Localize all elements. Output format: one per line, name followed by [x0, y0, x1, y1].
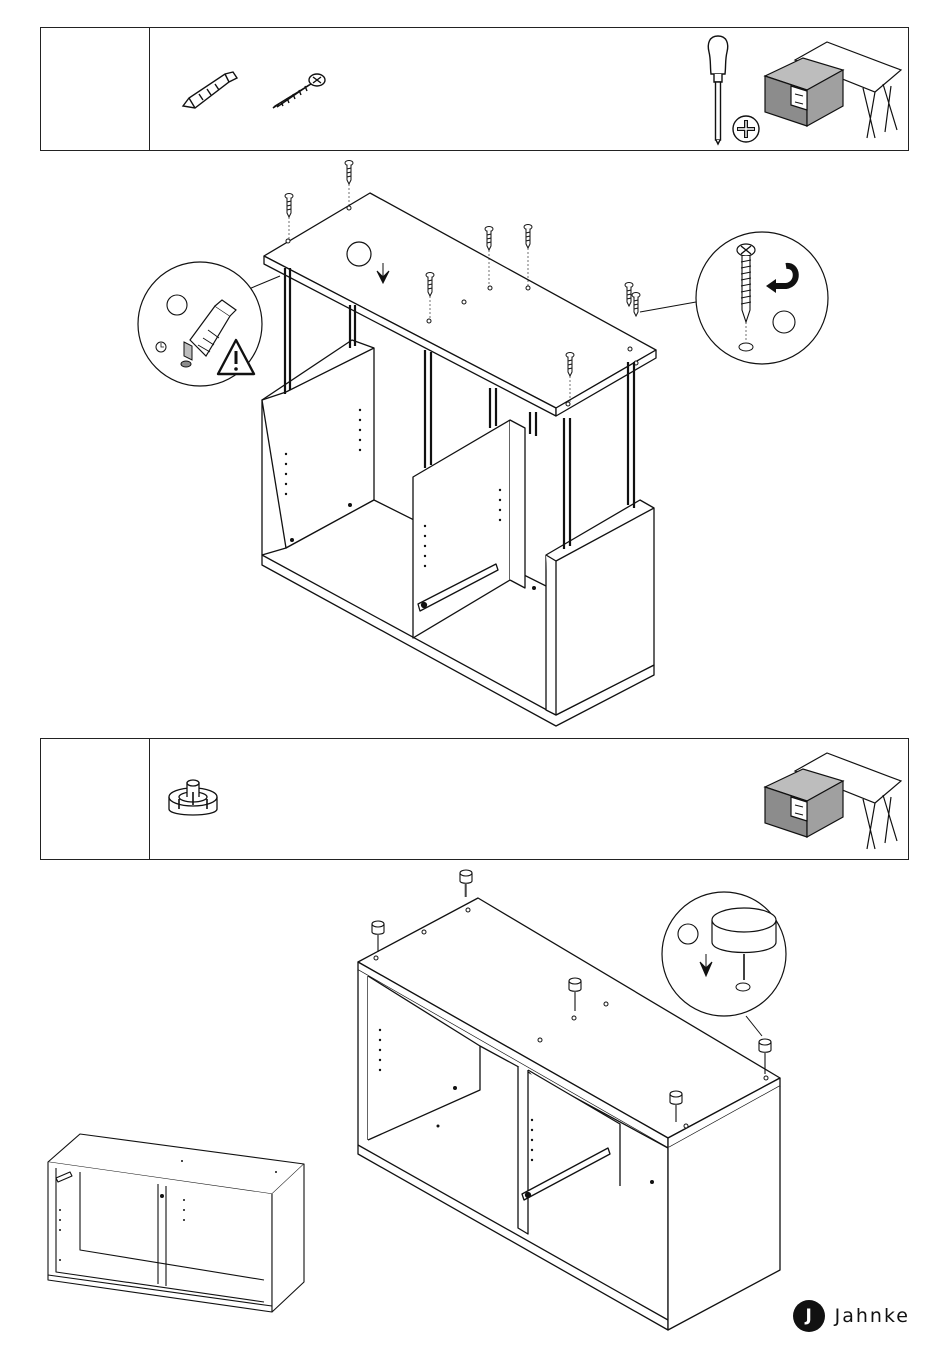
dowel-insert-detail [138, 262, 280, 386]
step-2-cabinet-upside-down [0, 860, 950, 1360]
desk-with-cabinet-icon [763, 745, 903, 857]
jahnke-logo-mark: J [793, 1300, 825, 1332]
dowel-icon [179, 68, 241, 112]
phillips-head-icon [731, 114, 761, 144]
screw-drive-detail [640, 232, 828, 364]
foot-press-detail [662, 892, 786, 1036]
step-1-number-cell [41, 28, 150, 150]
desk-with-cabinet-icon [763, 34, 903, 146]
jahnke-logo: J Jahnke [793, 1300, 910, 1332]
screwdriver-icon [703, 34, 733, 146]
step-1-parts-panel [40, 27, 909, 151]
step-2-number-cell [41, 739, 150, 859]
glide-foot-icon [165, 775, 221, 825]
step-2-parts-panel [40, 738, 909, 860]
screw-icon [269, 72, 329, 112]
cabinet-upright-preview [48, 1134, 304, 1312]
step-1-cabinet-assembly [0, 150, 950, 740]
jahnke-logo-text: Jahnke [835, 1305, 910, 1327]
